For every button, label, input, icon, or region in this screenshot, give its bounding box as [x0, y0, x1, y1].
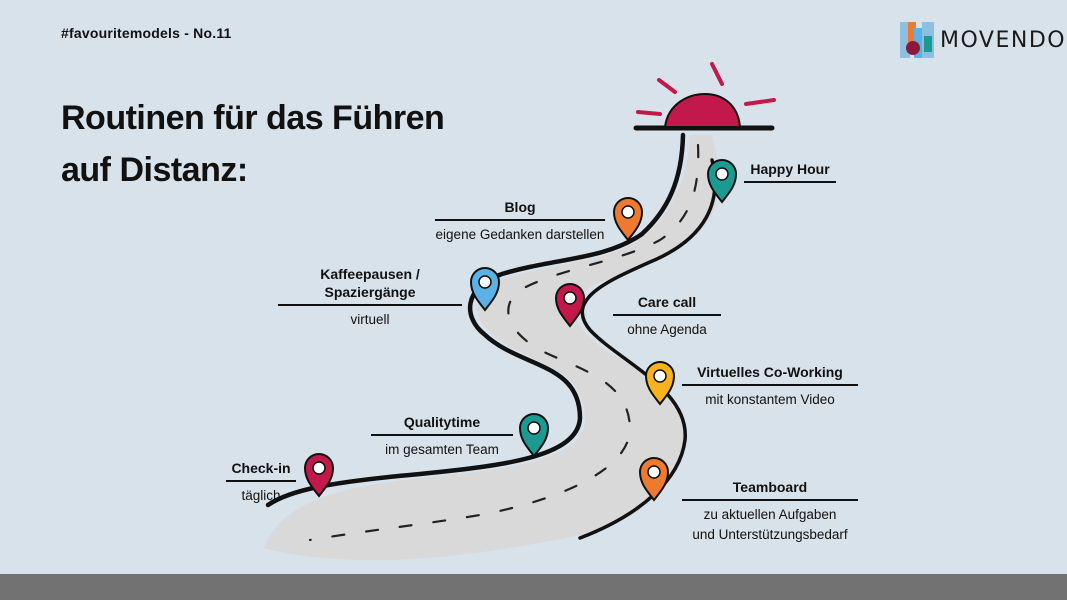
pin-teamboard-icon — [638, 457, 670, 502]
label-underline — [278, 304, 462, 306]
pin-qualitytime-icon — [518, 413, 550, 458]
label-underline — [371, 434, 513, 436]
page-title: Routinen für das Führen auf Distanz: — [61, 92, 445, 196]
label-underline — [613, 314, 721, 316]
label-underline — [682, 499, 858, 501]
label-subtitle: eigene Gedanken darstellen — [435, 227, 605, 242]
label-blog: Blog eigene Gedanken darstellen — [435, 198, 605, 245]
label-teamboard: Teamboard zu aktuellen Aufgaben und Unte… — [682, 478, 858, 545]
pin-care-call-icon — [554, 283, 586, 328]
title-line-2: auf Distanz: — [61, 151, 248, 189]
label-subtitle-2: und Unterstützungsbedarf — [692, 527, 848, 542]
label-kaffeepausen: Kaffeepausen / Spaziergänge virtuell — [278, 265, 462, 330]
pin-kaffeepausen-icon — [469, 267, 501, 312]
label-subtitle: virtuell — [350, 312, 390, 327]
label-qualitytime: Qualitytime im gesamten Team — [371, 413, 513, 460]
label-underline — [744, 181, 836, 183]
label-subtitle: mit konstantem Video — [705, 392, 835, 407]
road-edge-left — [265, 132, 686, 508]
label-subtitle: im gesamten Team — [385, 442, 499, 457]
label-title: Teamboard — [732, 479, 808, 495]
label-title: Happy Hour — [750, 161, 830, 177]
road-illustration — [264, 62, 776, 561]
label-check-in: Check-in täglich — [226, 459, 296, 506]
hashtag-label: #favouritemodels - No.11 — [61, 25, 232, 41]
road — [264, 135, 720, 561]
logo-mark-icon — [900, 22, 934, 58]
label-underline — [435, 219, 605, 221]
label-underline — [682, 384, 858, 386]
label-care-call: Care call ohne Agenda — [613, 293, 721, 340]
pin-happy-hour-icon — [706, 159, 738, 204]
label-title: Kaffeepausen / Spaziergänge — [320, 266, 420, 300]
label-underline — [226, 480, 296, 482]
pin-check-in-icon — [303, 453, 335, 498]
road-edge-right — [578, 158, 717, 540]
label-title: Qualitytime — [403, 414, 481, 430]
alarm-light-icon — [633, 62, 776, 131]
label-title: Blog — [504, 199, 536, 215]
label-happy-hour: Happy Hour — [744, 160, 836, 187]
label-co-working: Virtuelles Co-Working mit konstantem Vid… — [682, 363, 858, 410]
logo-text: MOVENDO — [940, 27, 1067, 53]
title-line-1: Routinen für das Führen — [61, 99, 445, 137]
footer-bar — [0, 574, 1067, 600]
pin-co-working-icon — [644, 361, 676, 406]
label-title: Care call — [637, 294, 697, 310]
movendo-logo: MOVENDO — [900, 22, 1066, 58]
road-center-line — [308, 143, 700, 542]
label-subtitle: zu aktuellen Aufgaben — [703, 507, 837, 522]
label-title: Check-in — [231, 460, 291, 476]
label-subtitle: ohne Agenda — [627, 322, 707, 337]
pin-blog-icon — [612, 197, 644, 242]
label-title: Virtuelles Co-Working — [697, 364, 843, 380]
label-subtitle: täglich — [241, 488, 281, 503]
